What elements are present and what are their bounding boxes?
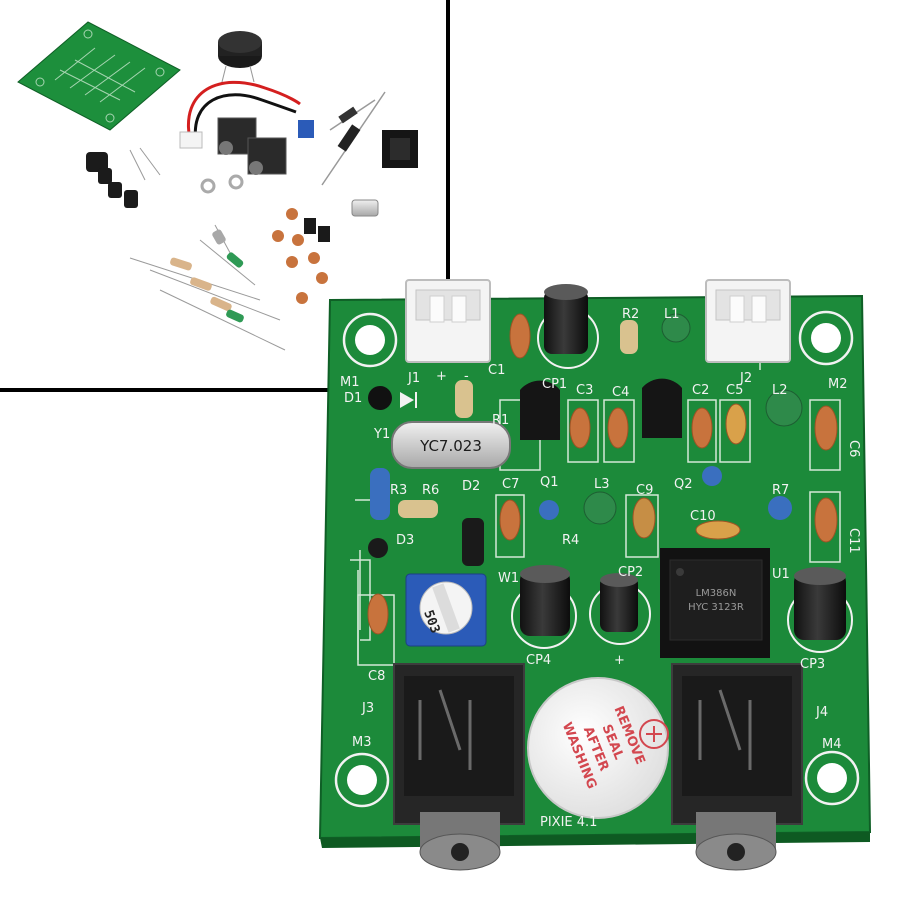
inductors	[583, 313, 803, 525]
electrolytic-cap-cp2	[589, 573, 651, 645]
diode-d1	[368, 386, 417, 410]
transistor-parts	[304, 218, 330, 242]
transistor-q2	[642, 378, 682, 438]
label-m4: M4	[822, 737, 842, 752]
electrolytic-cap-cp1	[537, 284, 599, 369]
label-j3: J3	[361, 701, 374, 716]
label-c5: C5	[726, 383, 743, 398]
crystal-part	[351, 199, 379, 217]
label-minus: -	[464, 369, 469, 384]
label-m3: M3	[352, 735, 372, 750]
trimmer-pot-w1: 503	[405, 573, 487, 647]
label-r1: R1	[492, 413, 509, 428]
audio-jack-j3	[393, 663, 525, 871]
label-j2: J2	[739, 371, 752, 386]
version-label: PIXIE 4.1	[540, 815, 597, 830]
resistors	[370, 320, 792, 520]
label-r2: R2	[622, 307, 639, 322]
label-j4: J4	[815, 705, 828, 720]
trimmer-pot-part	[298, 120, 314, 138]
crystal-y1: YC7.023	[391, 421, 511, 469]
bare-pcb	[17, 21, 181, 131]
label-c3: C3	[576, 383, 593, 398]
label-m1: M1	[340, 375, 360, 390]
assembled-pcb: YC7.023 503 LM386N HYC 3123R	[318, 279, 872, 871]
label-c4: C4	[612, 385, 629, 400]
label-c7: C7	[502, 477, 519, 492]
label-cp4: CP4	[526, 653, 551, 668]
power-lead-wires	[179, 80, 301, 149]
label-c1: C1	[488, 363, 505, 378]
label-r3: R3	[390, 483, 407, 498]
ceramic-caps	[367, 313, 838, 635]
label-d2: D2	[462, 479, 480, 494]
connector-j1	[405, 279, 491, 363]
label-c9: C9	[636, 483, 653, 498]
label-j1: J1	[407, 371, 420, 386]
label-w1: W1	[498, 571, 519, 586]
label-cp2-plus: +	[614, 653, 625, 668]
buzzer: REMOVE SEAL AFTER WASHING	[527, 677, 669, 819]
label-q2: Q2	[674, 477, 693, 492]
connector-j2	[705, 279, 791, 363]
washers-part	[200, 174, 244, 194]
label-u1: U1	[772, 567, 790, 582]
label-c10: C10	[690, 509, 716, 524]
mounting-hole-m4	[804, 750, 860, 806]
ic-marking: LM386N	[696, 588, 737, 599]
buzzer-part	[218, 31, 262, 83]
diode-parts	[321, 91, 386, 186]
ceramic-cap-parts	[272, 208, 328, 304]
diode-d3	[368, 538, 388, 558]
silkscreen-labels: J1 + - J2 M1 M2 M3 M4 J3 J4 D1 C1 R1 CP1…	[340, 307, 861, 830]
label-cp1: CP1	[542, 377, 567, 392]
mounting-hole-m3	[334, 752, 390, 808]
label-cp2: CP2	[618, 565, 643, 580]
label-m2: M2	[828, 377, 848, 392]
electrolytic-cap-parts	[86, 147, 161, 208]
mounting-hole-m1	[342, 312, 398, 368]
label-c2: C2	[692, 383, 709, 398]
label-c6: C6	[846, 440, 861, 457]
label-l1: L1	[664, 307, 680, 322]
resistor-parts	[129, 224, 286, 351]
label-d3: D3	[396, 533, 414, 548]
label-y1: Y1	[373, 427, 390, 442]
label-plus: +	[436, 369, 447, 384]
ic-subtext: HYC 3123R	[688, 602, 744, 613]
label-d1: D1	[344, 391, 362, 406]
label-r7: R7	[772, 483, 789, 498]
mounting-hole-m2	[798, 310, 854, 366]
electrolytic-cap-cp4	[511, 565, 577, 649]
label-r6: R6	[422, 483, 439, 498]
label-c11: C11	[846, 528, 861, 554]
label-cp3: CP3	[800, 657, 825, 672]
kit-parts-inset	[0, 0, 450, 385]
ic-u1: LM386N HYC 3123R	[660, 548, 770, 658]
label-l2: L2	[772, 383, 788, 398]
audio-jack-parts	[217, 117, 287, 175]
crystal-marking: YC7.023	[419, 437, 482, 455]
diode-d2	[462, 518, 484, 566]
electrolytic-cap-cp3	[787, 567, 853, 653]
label-l3: L3	[594, 477, 610, 492]
transistor-q1	[520, 380, 560, 440]
audio-jack-j4	[671, 663, 803, 871]
label-r4: R4	[562, 533, 579, 548]
label-c8: C8	[368, 669, 385, 684]
ic-socket-part	[382, 130, 418, 168]
label-q1: Q1	[540, 475, 559, 490]
